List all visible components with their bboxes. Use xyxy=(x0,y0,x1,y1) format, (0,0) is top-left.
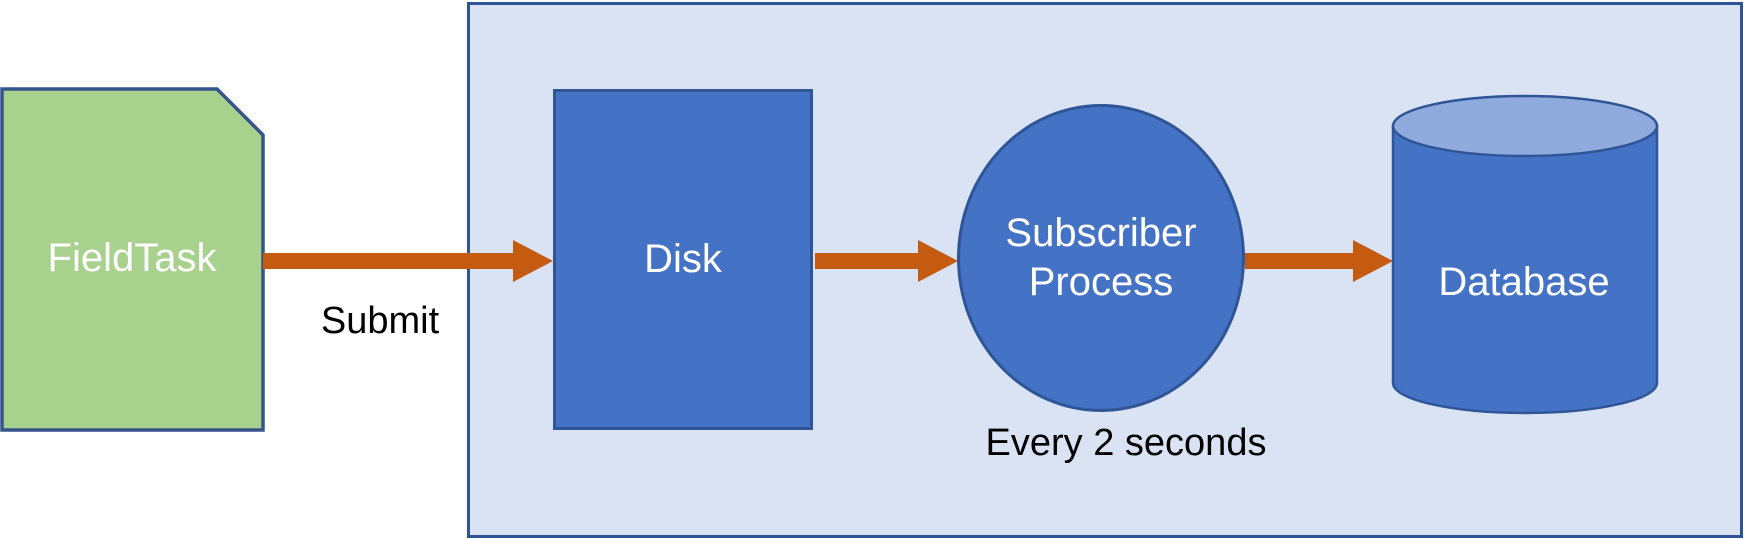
subscriber-label-line1: Subscriber xyxy=(1005,211,1197,256)
fieldtask-node: FieldTask xyxy=(2,89,262,428)
disk-label: Disk xyxy=(644,237,722,282)
disk-node: Disk xyxy=(553,89,813,430)
database-label: Database xyxy=(1438,260,1610,305)
arrow-disk-to-subscriber xyxy=(815,240,958,282)
arrow-fieldtask-to-disk xyxy=(263,240,553,282)
submit-label: Submit xyxy=(320,299,440,342)
database-cylinder-shape xyxy=(1391,94,1659,415)
fieldtask-document-shape xyxy=(0,87,265,432)
interval-label: Every 2 seconds xyxy=(985,421,1267,464)
fieldtask-label: FieldTask xyxy=(47,236,217,281)
arrow-subscriber-to-database xyxy=(1245,240,1393,282)
subscriber-process-node: Subscriber Process xyxy=(957,104,1245,412)
database-node: Database xyxy=(1392,155,1656,410)
subscriber-label-line2: Process xyxy=(1028,260,1174,304)
